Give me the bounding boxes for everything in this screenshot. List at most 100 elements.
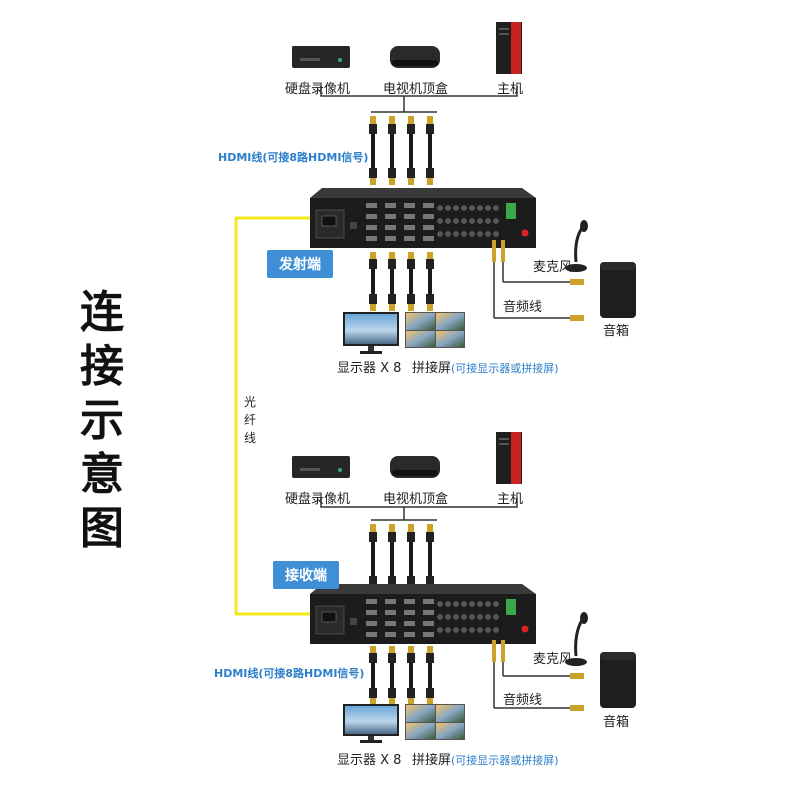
audio-port bbox=[445, 627, 451, 633]
audio-jacks bbox=[492, 640, 584, 711]
hdmi-plug-body bbox=[426, 259, 434, 269]
monitor-label: 显示器 X 8 bbox=[337, 361, 402, 376]
power-switch bbox=[350, 222, 357, 229]
hdmi-plug bbox=[389, 252, 395, 259]
audio-port bbox=[493, 231, 499, 237]
hdmi-plug bbox=[370, 698, 376, 705]
audio-port bbox=[469, 231, 475, 237]
monitor-icon bbox=[343, 312, 399, 354]
hdmi-port bbox=[385, 225, 396, 230]
audio-port bbox=[493, 627, 499, 633]
fiber-label: 光纤线 bbox=[243, 395, 256, 445]
hdmi-plug bbox=[408, 252, 414, 259]
audio-port bbox=[461, 205, 467, 211]
status-button bbox=[521, 625, 529, 633]
speaker-icon bbox=[600, 262, 636, 318]
hdmi-cables-out-2 bbox=[369, 646, 434, 705]
audio-port bbox=[453, 231, 459, 237]
hdmi-cable-label: HDMI线(可接8路HDMI信号) bbox=[218, 151, 369, 164]
hdmi-plug-body bbox=[426, 688, 434, 698]
hdmi-plug-body bbox=[388, 124, 396, 134]
audio-port bbox=[469, 601, 475, 607]
status-button bbox=[521, 229, 529, 237]
dvr-icon bbox=[292, 456, 350, 478]
hdmi-plug-body bbox=[426, 532, 434, 542]
audio-port bbox=[493, 601, 499, 607]
hdmi-port bbox=[366, 621, 377, 626]
monitor-icon bbox=[343, 704, 399, 743]
audio-port bbox=[477, 205, 483, 211]
hdmi-plug-body bbox=[388, 688, 396, 698]
hdmi-plug-body bbox=[369, 576, 377, 586]
hdmi-plug-body bbox=[426, 576, 434, 586]
hdmi-plug bbox=[408, 178, 414, 185]
hdmi-plug-body bbox=[426, 124, 434, 134]
audio-port bbox=[445, 205, 451, 211]
hdmi-plug-body bbox=[388, 259, 396, 269]
splice-label-text: 拼接屏 bbox=[412, 361, 452, 376]
audio-port bbox=[477, 627, 483, 633]
audio-port bbox=[437, 205, 443, 211]
hdmi-port bbox=[385, 203, 396, 208]
pc-tower-icon bbox=[496, 432, 522, 484]
audio-port bbox=[437, 614, 443, 620]
title-char: 连 bbox=[80, 287, 124, 338]
hdmi-plug bbox=[427, 304, 433, 311]
audio-port bbox=[445, 231, 451, 237]
audio-port bbox=[445, 601, 451, 607]
hdmi-plug bbox=[370, 252, 376, 259]
hdmi-plug-body bbox=[388, 168, 396, 178]
extender-device bbox=[310, 188, 536, 248]
hdmi-plug bbox=[408, 304, 414, 311]
hdmi-plug-body bbox=[407, 294, 415, 304]
hdmi-port bbox=[366, 236, 377, 241]
section-transmitter bbox=[292, 22, 636, 354]
hdmi-port bbox=[366, 225, 377, 230]
hdmi-plug bbox=[370, 524, 376, 532]
hdmi-plug bbox=[389, 646, 395, 653]
audio-port bbox=[477, 601, 483, 607]
audio-port bbox=[493, 218, 499, 224]
hdmi-plug-body bbox=[407, 653, 415, 663]
terminal-block bbox=[506, 599, 516, 615]
splice-screen-icon bbox=[405, 312, 465, 348]
hdmi-port bbox=[423, 610, 434, 615]
audio-cable-label: 音频线 bbox=[503, 300, 543, 315]
microphone-label: 麦克风 bbox=[533, 260, 573, 275]
power-switch bbox=[350, 618, 357, 625]
source-bracket bbox=[320, 86, 518, 97]
hdmi-plug-body bbox=[426, 653, 434, 663]
splice-screen-label: 拼接屏(可接显示器或拼接屏) bbox=[412, 357, 559, 376]
fiber-line bbox=[234, 216, 313, 616]
receiver-badge: 接收端 bbox=[273, 561, 339, 589]
hdmi-plug-body bbox=[388, 532, 396, 542]
audio-port bbox=[453, 601, 459, 607]
hdmi-port bbox=[404, 632, 415, 637]
hdmi-plug bbox=[370, 178, 376, 185]
dvr-icon bbox=[292, 46, 350, 68]
hdmi-plug bbox=[408, 698, 414, 705]
hdmi-plug bbox=[408, 116, 414, 124]
hdmi-port bbox=[404, 203, 415, 208]
hdmi-port bbox=[404, 610, 415, 615]
device-top bbox=[310, 188, 536, 198]
section-receiver bbox=[292, 432, 636, 743]
hdmi-plug bbox=[427, 252, 433, 259]
hdmi-port bbox=[385, 610, 396, 615]
audio-port bbox=[485, 627, 491, 633]
hdmi-port bbox=[366, 599, 377, 604]
hdmi-port bbox=[385, 214, 396, 219]
audio-port bbox=[437, 627, 443, 633]
audio-port bbox=[461, 614, 467, 620]
speaker-label: 音箱 bbox=[603, 324, 630, 339]
audio-port bbox=[437, 218, 443, 224]
hdmi-plug-body bbox=[369, 259, 377, 269]
hdmi-plug-body bbox=[426, 168, 434, 178]
hdmi-plug-body bbox=[407, 124, 415, 134]
hdmi-plug-body bbox=[407, 688, 415, 698]
audio-port bbox=[493, 205, 499, 211]
settop-box-icon bbox=[390, 456, 440, 478]
terminal-block bbox=[506, 203, 516, 219]
audio-cable-label: 音频线 bbox=[503, 693, 543, 708]
